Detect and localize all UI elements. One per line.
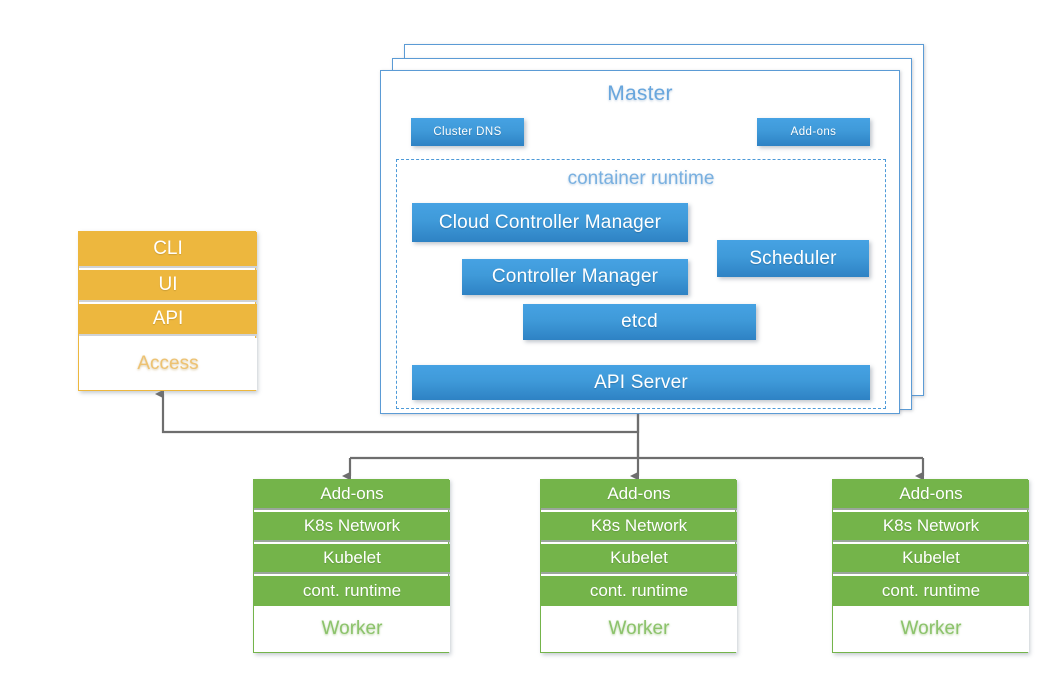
- api-server-box[interactable]: API Server: [412, 365, 870, 400]
- worker-node-1[interactable]: Add-ons K8s Network Kubelet cont. runtim…: [253, 479, 450, 653]
- master-title: Master: [607, 82, 673, 105]
- worker-3-label: Worker: [833, 606, 1029, 652]
- scheduler-box[interactable]: Scheduler: [717, 240, 869, 277]
- worker-1-k8s-network[interactable]: K8s Network: [254, 512, 450, 542]
- etcd-box[interactable]: etcd: [523, 304, 756, 340]
- worker-1-label: Worker: [254, 606, 450, 652]
- controller-manager-box[interactable]: Controller Manager: [462, 259, 688, 295]
- worker-2-kubelet[interactable]: Kubelet: [541, 544, 737, 574]
- access-stack[interactable]: CLI UI API Access: [78, 231, 257, 391]
- access-item-ui[interactable]: UI: [79, 270, 257, 302]
- worker-1-cont-runtime[interactable]: cont. runtime: [254, 576, 450, 606]
- worker-node-3[interactable]: Add-ons K8s Network Kubelet cont. runtim…: [832, 479, 1029, 653]
- worker-3-kubelet[interactable]: Kubelet: [833, 544, 1029, 574]
- worker-1-kubelet[interactable]: Kubelet: [254, 544, 450, 574]
- worker-3-k8s-network[interactable]: K8s Network: [833, 512, 1029, 542]
- worker-3-addons[interactable]: Add-ons: [833, 480, 1029, 510]
- container-runtime-region: [396, 159, 886, 409]
- cloud-controller-manager-box[interactable]: Cloud Controller Manager: [412, 203, 688, 242]
- container-runtime-title: container runtime: [567, 168, 715, 189]
- access-label: Access: [79, 338, 257, 390]
- access-item-api[interactable]: API: [79, 304, 257, 336]
- worker-2-label: Worker: [541, 606, 737, 652]
- worker-node-2[interactable]: Add-ons K8s Network Kubelet cont. runtim…: [540, 479, 737, 653]
- worker-2-cont-runtime[interactable]: cont. runtime: [541, 576, 737, 606]
- master-addons-badge[interactable]: Add-ons: [757, 118, 870, 146]
- worker-2-k8s-network[interactable]: K8s Network: [541, 512, 737, 542]
- worker-1-addons[interactable]: Add-ons: [254, 480, 450, 510]
- worker-3-cont-runtime[interactable]: cont. runtime: [833, 576, 1029, 606]
- cluster-dns-badge[interactable]: Cluster DNS: [411, 118, 524, 146]
- worker-2-addons[interactable]: Add-ons: [541, 480, 737, 510]
- access-item-cli[interactable]: CLI: [79, 232, 257, 268]
